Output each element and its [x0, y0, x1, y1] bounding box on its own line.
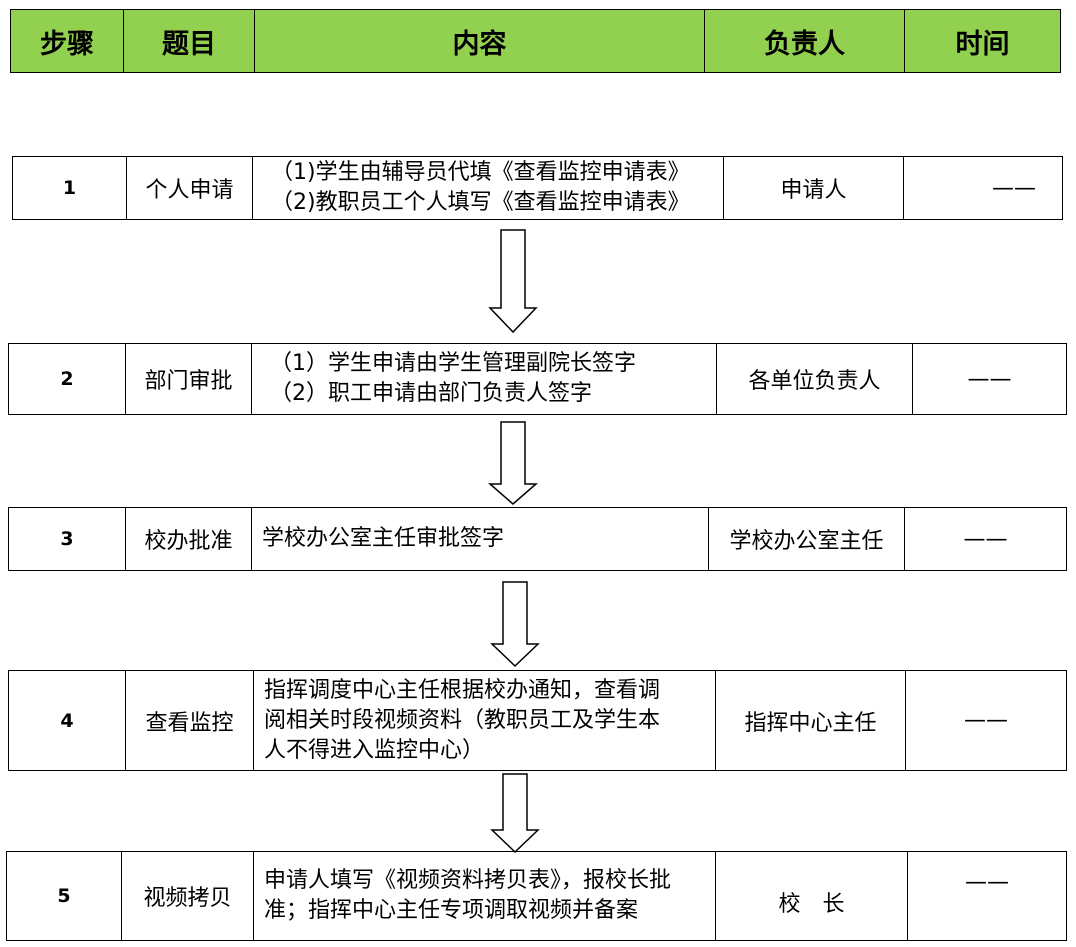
down-arrow-icon [490, 581, 540, 668]
step-content: （1)学生由辅导员代填《查看监控申请表》 （2)教职员工个人填写《查看监控申请表… [252, 157, 723, 219]
content-line: 人不得进入监控中心） [264, 737, 485, 763]
step-title: 部门审批 [125, 344, 251, 414]
step-owner: 学校办公室主任 [708, 508, 904, 570]
header-row: 步骤 题目 内容 负责人 时间 [10, 9, 1061, 73]
content-line: （1）学生申请由学生管理副院长签字 [270, 351, 636, 376]
step-time: —— [903, 157, 1062, 219]
header-step: 步骤 [40, 28, 94, 60]
step-row-3: 3 校办批准 学校办公室主任审批签字 学校办公室主任 —— [8, 507, 1067, 571]
content-line: （1)学生由辅导员代填《查看监控申请表》 [271, 160, 690, 185]
down-arrow-icon [488, 229, 538, 334]
content-line: 准；指挥中心主任专项调取视频并备案 [264, 898, 639, 923]
step-time: —— [912, 344, 1066, 414]
header-time: 时间 [904, 10, 1060, 72]
step-content: 学校办公室主任审批签字 [251, 508, 708, 570]
content-line: 阅相关时段视频资料（教职员工及学生本 [264, 707, 661, 733]
content-line: 申请人填写《视频资料拷贝表》，报校长批 [264, 868, 672, 893]
step-row-2: 2 部门审批 （1）学生申请由学生管理副院长签字 （2）职工申请由部门负责人签字… [8, 343, 1067, 415]
step-number: 2 [60, 368, 74, 390]
step-owner: 指挥中心主任 [715, 671, 905, 770]
step-number: 4 [60, 709, 74, 732]
content-line: 学校办公室主任审批签字 [262, 526, 505, 551]
step-row-1: 1 个人申请 （1)学生由辅导员代填《查看监控申请表》 （2)教职员工个人填写《… [12, 156, 1063, 220]
step-time: —— [907, 852, 1066, 940]
step-number: 5 [57, 885, 71, 907]
content-line: 指挥调度中心主任根据校办通知，查看调 [264, 677, 661, 703]
content-line: （2）职工申请由部门负责人签字 [270, 381, 592, 406]
header-owner: 负责人 [704, 10, 904, 72]
step-row-4: 4 查看监控 指挥调度中心主任根据校办通知，查看调 阅相关时段视频资料（教职员工… [8, 670, 1067, 771]
step-content: （1）学生申请由学生管理副院长签字 （2）职工申请由部门负责人签字 [251, 344, 716, 414]
content-line: （2)教职员工个人填写《查看监控申请表》 [271, 190, 690, 215]
down-arrow-icon [487, 421, 539, 505]
step-owner: 各单位负责人 [716, 344, 912, 414]
down-arrow-icon [490, 773, 540, 854]
step-content: 申请人填写《视频资料拷贝表》，报校长批 准；指挥中心主任专项调取视频并备案 [253, 852, 715, 940]
step-content: 指挥调度中心主任根据校办通知，查看调 阅相关时段视频资料（教职员工及学生本 人不… [253, 671, 715, 770]
step-number: 1 [62, 177, 77, 199]
step-time: —— [905, 671, 1066, 770]
step-owner: 申请人 [723, 157, 903, 219]
header-content: 内容 [254, 10, 704, 72]
step-number: 3 [60, 528, 74, 550]
header-title: 题目 [123, 10, 254, 72]
step-title: 查看监控 [125, 671, 253, 770]
step-title: 个人申请 [126, 157, 252, 219]
step-title: 视频拷贝 [121, 852, 253, 940]
step-owner: 校 长 [715, 852, 907, 940]
step-row-5: 5 视频拷贝 申请人填写《视频资料拷贝表》，报校长批 准；指挥中心主任专项调取视… [6, 851, 1067, 941]
step-time: —— [904, 508, 1066, 570]
step-title: 校办批准 [125, 508, 251, 570]
